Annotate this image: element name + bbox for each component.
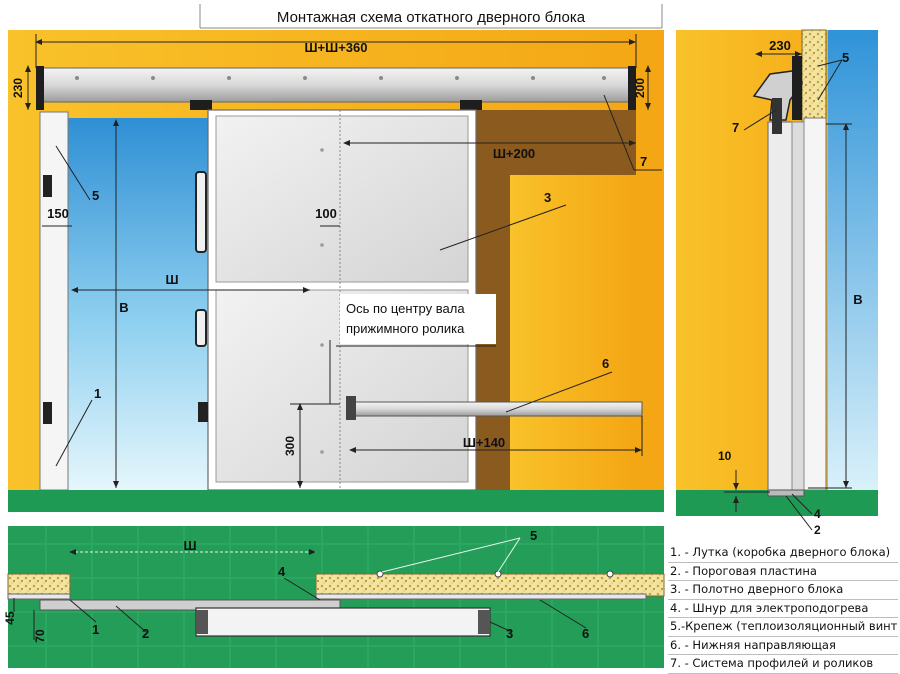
plan-wall-left [7, 573, 71, 597]
plan-dim-width: Ш [183, 538, 196, 553]
top-rail [39, 67, 633, 103]
callout-1-plan: 1 [92, 622, 99, 637]
callout-7-side: 7 [732, 120, 739, 135]
side-dim-230: 230 [769, 38, 791, 53]
callout-6-plan: 6 [582, 626, 589, 641]
callout-2-side: 2 [814, 523, 821, 537]
dim-100: 100 [315, 206, 337, 221]
callout-3-front: 3 [544, 190, 551, 205]
callout-4-side: 4 [814, 507, 821, 521]
plan-view: Ш 45 70 5 4 1 2 3 6 [3, 526, 665, 668]
dim-150: 150 [47, 206, 69, 221]
dim-width: Ш [165, 272, 178, 287]
plan-dim-70: 70 [33, 629, 47, 643]
legend-item: 1. - Лутка (коробка дверного блока) [668, 544, 898, 563]
dim-total-width: Ш+Ш+360 [304, 40, 367, 55]
plan-door-leaf [195, 607, 491, 637]
legend-item: 2. - Пороговая пластина [668, 563, 898, 581]
dim-w-plus-140: Ш+140 [463, 435, 505, 450]
callout-2-plan: 2 [142, 626, 149, 641]
callout-7-front: 7 [640, 154, 647, 169]
title-block: Монтажная схема откатного дверного блока [199, 4, 663, 29]
axis-note-box [340, 294, 496, 344]
legend-item: 3. - Полотно дверного блока [668, 581, 898, 600]
dim-rail-height-left: 230 [11, 78, 25, 98]
side-door-leaf [767, 121, 793, 493]
floor-strip [8, 490, 664, 512]
legend: 1. - Лутка (коробка дверного блока) 2. -… [668, 544, 898, 674]
legend-item: 7. - Система профилей и роликов [668, 655, 898, 674]
legend-item: 4. - Шнур для электроподогрева [668, 600, 898, 618]
legend-item: 5.-Крепеж (теплоизоляционный винт [668, 618, 898, 637]
callout-4-plan: 4 [278, 564, 286, 579]
side-dim-10: 10 [718, 449, 732, 463]
plan-dim-45: 45 [3, 611, 17, 625]
door-frame-post [39, 111, 69, 491]
legend-item: 6. - Нижняя направляющая [668, 637, 898, 655]
plan-wall-right [315, 573, 665, 597]
callout-1-front: 1 [94, 386, 101, 401]
callout-6-front: 6 [602, 356, 609, 371]
callout-5-side: 5 [842, 50, 849, 65]
page-title: Монтажная схема откатного дверного блока [277, 9, 586, 26]
callout-5-front: 5 [92, 188, 99, 203]
callout-5-plan: 5 [530, 528, 537, 543]
dim-w-plus-200: Ш+200 [493, 146, 535, 161]
bottom-guide [349, 401, 643, 417]
callout-3-plan: 3 [506, 626, 513, 641]
side-dim-height: В [853, 292, 862, 307]
dim-height: В [119, 300, 128, 315]
side-view: 230 В 10 7 5 4 2 [676, 29, 878, 537]
dim-rail-height-right: 200 [633, 78, 647, 98]
roller-profile [752, 69, 803, 121]
door-opening [68, 118, 210, 490]
dim-300: 300 [283, 436, 297, 456]
axis-note-line-1: Ось по центру вала [346, 301, 465, 316]
front-view: Ось по центру вала прижимного ролика Ш+Ш… [8, 30, 664, 512]
wall-insulation [801, 29, 827, 127]
axis-note-line-2: прижимного ролика [346, 321, 465, 336]
